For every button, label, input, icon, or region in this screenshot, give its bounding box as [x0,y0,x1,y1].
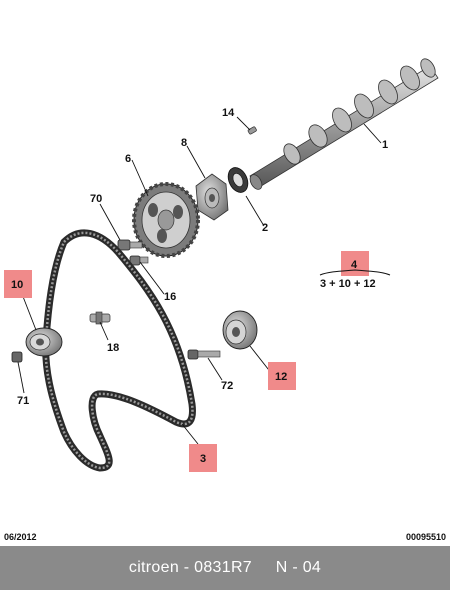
kit-brace [319,269,391,276]
oil-seal [227,167,249,193]
callout-71: 71 [17,395,29,407]
exploded-parts-diagram: 1 2 6 8 14 70 16 18 71 72 10 12 3 4 3 + … [4,58,439,472]
callout-12: 12 [275,371,287,383]
callout-10-highlight: 10 [4,270,32,298]
callout-14: 14 [222,107,235,119]
reference-number: 00095510 [405,532,446,542]
callout-72: 72 [221,380,233,392]
callout-labels: 1 2 6 8 14 70 16 18 71 72 10 12 3 4 3 + … [4,107,391,472]
callout-8: 8 [181,137,187,149]
camshaft [249,58,439,190]
callout-12-highlight: 12 [268,362,296,390]
callout-18: 18 [107,342,119,354]
callout-3: 3 [200,453,206,465]
footer-bar: citroen - 0831R7 N - 04 [0,546,450,590]
timing-belt [42,229,196,472]
callout-6: 6 [125,153,131,165]
idler-bolt [187,349,221,360]
callout-3-highlight: 3 [189,444,217,472]
locating-pin [247,126,257,135]
hub-bolt [129,255,149,266]
callout-1: 1 [382,139,388,151]
callout-4-highlight: 4 [341,251,369,276]
callout-4: 4 [351,259,358,271]
tensioner-pulley [25,327,63,357]
footer-caption: citroen - 0831R7 N - 04 [128,559,322,576]
camshaft-sprocket [132,182,200,258]
callout-2: 2 [262,222,268,234]
kit-formula: 3 + 10 + 12 [320,278,376,290]
sprocket-bolt [117,239,143,251]
idler-pulley [222,310,258,350]
callout-10: 10 [11,279,23,291]
callout-70: 70 [90,193,102,205]
callout-16: 16 [164,291,176,303]
date-label: 06/2012 [4,532,37,542]
camshaft-hub [195,173,229,221]
tensioner-bolt [11,351,23,363]
